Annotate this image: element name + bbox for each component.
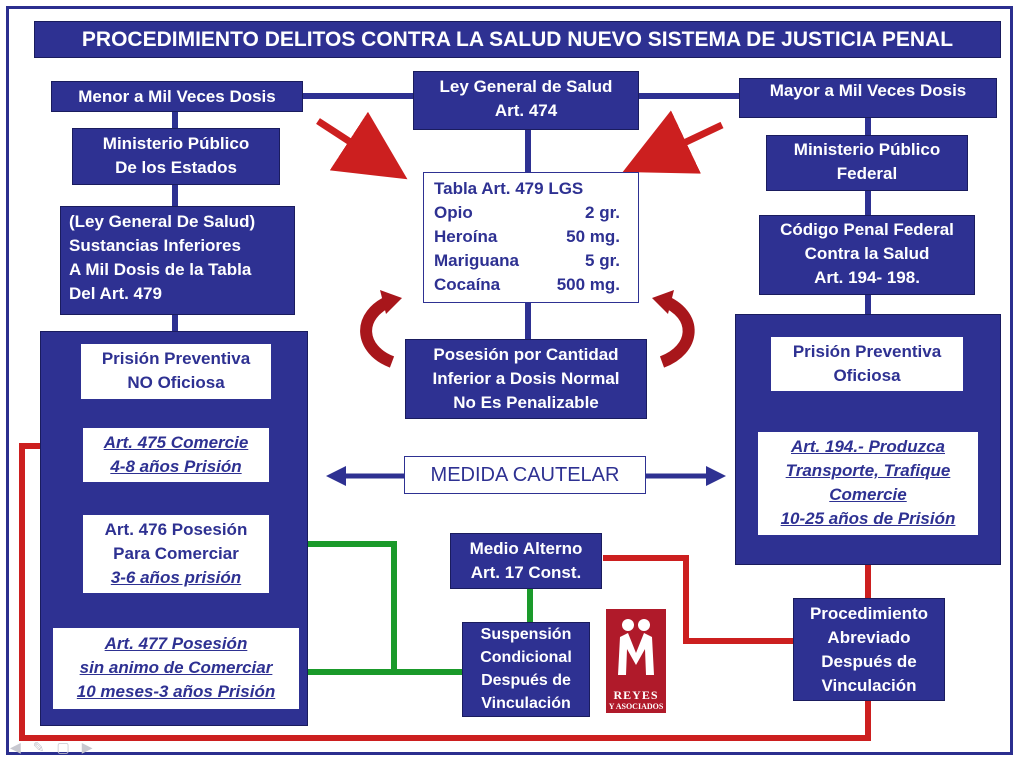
tabla-row-dose: 5 gr. xyxy=(585,251,620,270)
reyes-logo-icon: REYES Y ASOCIADOS xyxy=(606,609,666,713)
codigo-penal-box: Código Penal Federal Contra la Salud Art… xyxy=(759,215,975,295)
logo-figure-icon xyxy=(618,619,654,675)
ley-general-salud-box: Ley General de Salud Art. 474 xyxy=(413,71,639,130)
next-slide-icon[interactable]: ▶ xyxy=(81,738,93,755)
posesion-no-penalizable-box: Posesión por Cantidad Inferior a Dosis N… xyxy=(405,339,647,419)
art477-link[interactable]: Art. 477 Posesión sin animo de Comerciar… xyxy=(52,627,300,710)
menu-icon[interactable]: ▢ xyxy=(56,738,70,755)
medida-cautelar-box: MEDIDA CAUTELAR xyxy=(404,456,646,494)
slide-frame xyxy=(6,6,1013,755)
tabla-row: Heroína 50 mg. xyxy=(434,225,620,249)
logo-name: REYES xyxy=(613,688,659,702)
art194-link[interactable]: Art. 194.- Produzca Transporte, Trafique… xyxy=(757,431,979,536)
medida-double-arrow xyxy=(326,466,726,486)
tabla-479-box: Tabla Art. 479 LGS Opio 2 gr. Heroína 50 mg… xyxy=(423,172,639,303)
tabla-row-substance: Mariguana xyxy=(434,251,520,270)
art475-link[interactable]: Art. 475 Comercie 4-8 años Prisión xyxy=(82,427,270,483)
prision-oficiosa-box: Prisión Preventiva Oficiosa xyxy=(770,336,964,392)
tabla-row-dose: 50 mg. xyxy=(566,227,620,246)
procedimiento-abreviado-box: Procedimiento Abreviado Después de Vincu… xyxy=(793,598,945,701)
tabla-row-dose: 2 gr. xyxy=(585,203,620,222)
tabla-rows: Opio 2 gr. Heroína 50 mg. Mariguana 5 gr. Coca… xyxy=(434,201,638,297)
tabla-row-dose: 500 mg. xyxy=(556,275,620,294)
slide-nav-controls[interactable]: ◀ ✎ ▢ ▶ xyxy=(10,738,130,756)
tabla-row: Mariguana 5 gr. xyxy=(434,249,620,273)
curved-arrow-right-icon xyxy=(652,290,695,368)
medio-alterno-box: Medio Alterno Art. 17 Const. xyxy=(450,533,602,589)
tabla-title: Tabla Art. 479 LGS xyxy=(434,179,584,198)
tabla-row: Cocaína 500 mg. xyxy=(434,273,620,297)
mayor-dosis-box: Mayor a Mil Veces Dosis xyxy=(739,78,997,118)
red-arrow-right xyxy=(622,110,724,174)
tabla-row-substance: Heroína xyxy=(434,227,498,246)
curved-arrow-left-icon xyxy=(360,290,402,368)
prev-slide-icon[interactable]: ◀ xyxy=(10,738,21,755)
art476-link[interactable]: 3-6 años prisión xyxy=(110,568,242,587)
page-title: PROCEDIMIENTO DELITOS CONTRA LA SALUD NU… xyxy=(34,21,1001,58)
mp-estados-box: Ministerio Público De los Estados xyxy=(72,128,280,185)
mayor-dosis-label: Mayor a Mil Veces Dosis xyxy=(769,81,967,100)
mp-federal-box: Ministerio Público Federal xyxy=(766,135,968,191)
pen-icon[interactable]: ✎ xyxy=(32,738,45,755)
ley-sustancias-box: (Ley General De Salud) Sustancias Inferi… xyxy=(60,206,295,315)
menor-dosis-label: Menor a Mil Veces Dosis xyxy=(78,87,276,106)
suspension-condicional-box: Suspensión Condicional Después de Vincul… xyxy=(462,622,590,717)
menor-dosis-box: Menor a Mil Veces Dosis xyxy=(51,81,303,112)
tabla-row-substance: Cocaína xyxy=(434,275,501,294)
art476-box: Art. 476 Posesión Para Comerciar 3-6 año… xyxy=(82,514,270,594)
green-link-476 xyxy=(270,541,397,672)
logo-sub: Y ASOCIADOS xyxy=(608,702,664,711)
tabla-row: Opio 2 gr. xyxy=(434,201,620,225)
prision-no-oficiosa-box: Prisión Preventiva NO Oficiosa xyxy=(80,343,272,400)
red-link-medio xyxy=(603,555,794,644)
tabla-row-substance: Opio xyxy=(434,203,473,222)
red-arrow-left xyxy=(316,111,408,180)
